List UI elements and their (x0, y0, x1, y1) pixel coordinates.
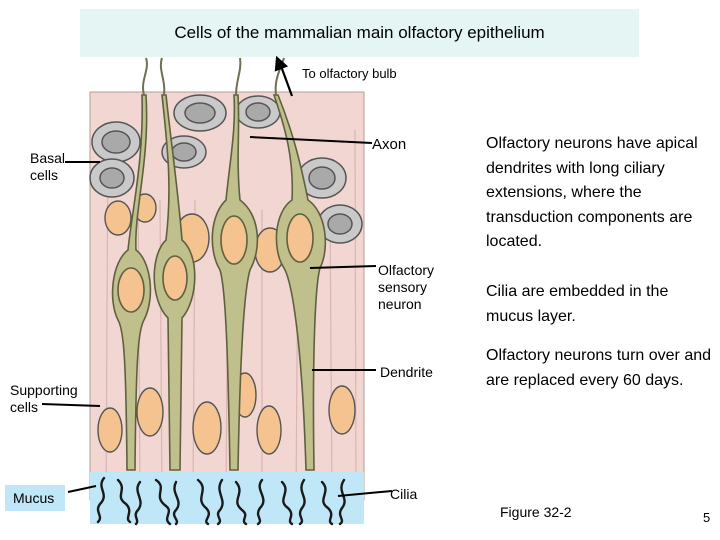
olfactory-neurons (111, 94, 327, 471)
osn-label: Olfactory sensory neuron (378, 262, 435, 312)
osn-nucleus (117, 267, 145, 313)
basal-cell (245, 102, 271, 122)
cilia-label: Cilia (390, 486, 418, 502)
supporting-nucleus (192, 401, 222, 455)
supporting-nucleus (97, 407, 123, 453)
to-bulb-label: To olfactory bulb (302, 66, 397, 81)
cilia (96, 476, 346, 526)
basal-cell (101, 130, 131, 154)
supporting-nucleus (136, 387, 164, 437)
dendrite-label: Dendrite (380, 364, 433, 380)
osn-cell-4 (272, 94, 327, 471)
supporting-leader (41, 403, 101, 407)
basal-cell (99, 167, 125, 189)
axon-leader (249, 136, 373, 144)
mucus-label-box: Mucus (5, 485, 65, 511)
supporting-nucleus (256, 405, 282, 455)
supporting-nucleus (328, 385, 356, 435)
paragraph-cilia: Cilia are embedded in the mucus layer. (486, 283, 669, 325)
basal-cell (327, 213, 353, 235)
page-number: 5 (703, 510, 711, 525)
bulb-arrow (274, 55, 294, 97)
supporting-nucleus (104, 200, 132, 236)
basal-cells-label: Basal cells (30, 150, 66, 183)
title-text: Cells of the mammalian main olfactory ep… (174, 23, 545, 42)
title-banner: Cells of the mammalian main olfactory ep… (80, 9, 639, 57)
figure-caption: Figure 32-2 (500, 504, 572, 520)
basal-cell (308, 166, 336, 190)
cilia-leader (337, 490, 393, 497)
basal-cells (89, 94, 363, 244)
axon-label: Axon (372, 136, 407, 153)
paragraph-turnover: Olfactory neurons turn over and are repl… (486, 347, 712, 389)
basal-cell (184, 102, 216, 124)
basal-cell (171, 142, 197, 162)
leader-lines (41, 136, 393, 497)
mucus-leader (67, 485, 97, 493)
osn-leader (309, 265, 377, 269)
osn-cell-3 (211, 94, 259, 471)
axons (142, 57, 285, 96)
osn-nucleus (286, 213, 314, 263)
osn-nucleus (220, 215, 248, 265)
paragraph-dendrites: Olfactory neurons have apical dendrites … (486, 135, 698, 250)
mucus-label: Mucus (13, 490, 55, 506)
osn-nucleus (162, 255, 188, 301)
supporting-cells-label: Supporting cells (10, 382, 78, 415)
